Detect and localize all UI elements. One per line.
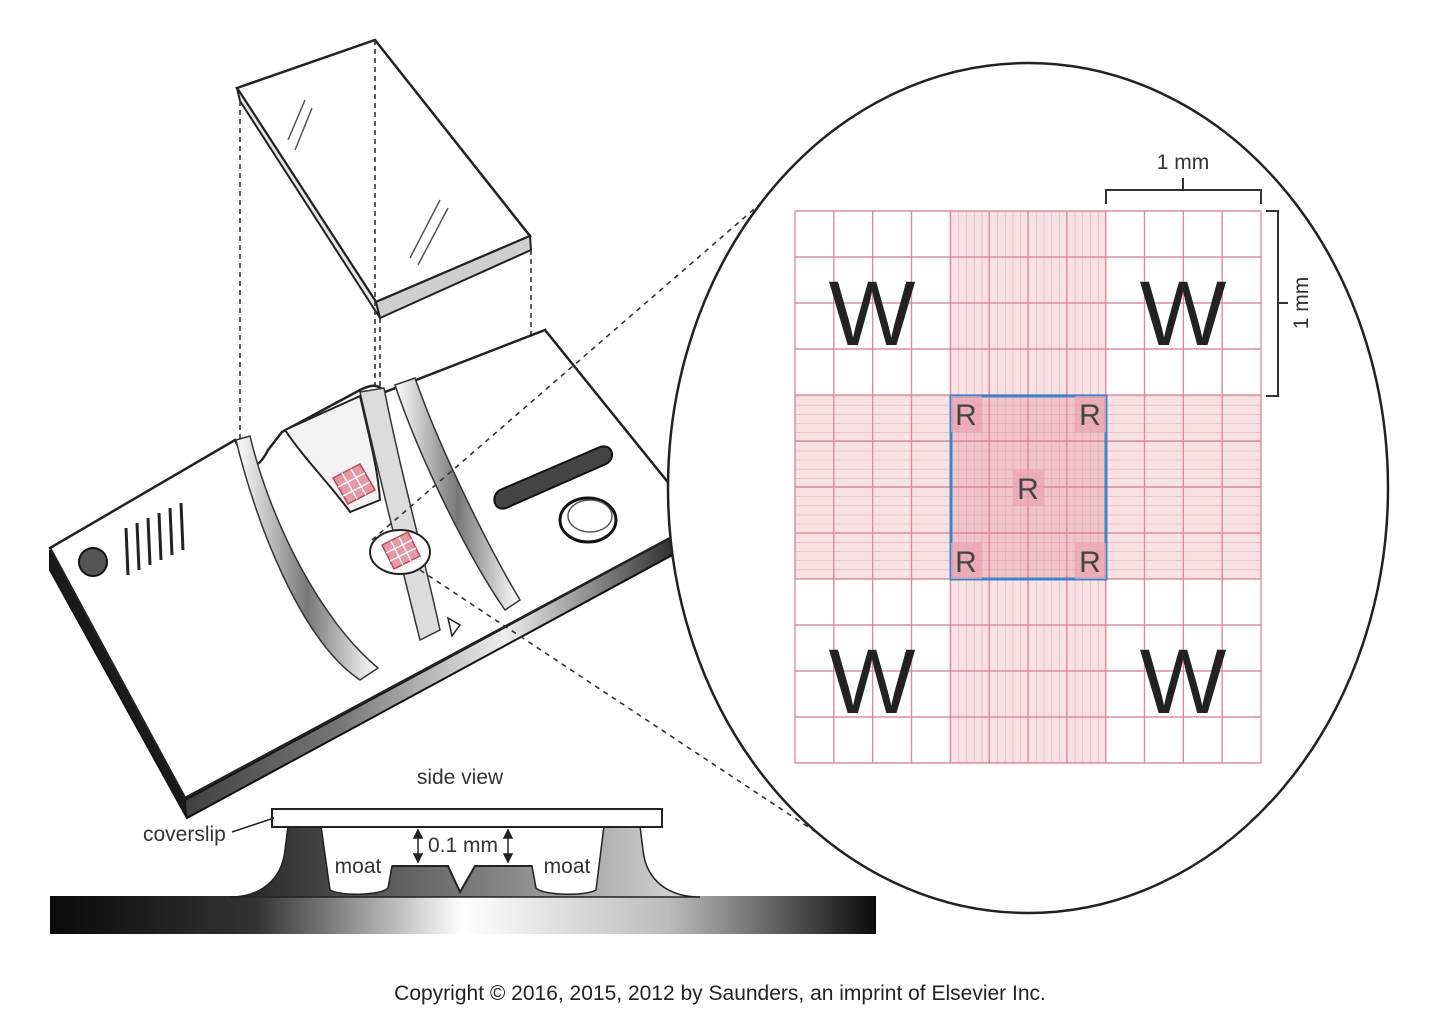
coverslip-label: coverslip xyxy=(143,823,226,846)
slide-counting-grid-upper xyxy=(331,463,377,505)
moat-label-right: moat xyxy=(544,855,591,878)
side-view-label: side view xyxy=(417,766,504,789)
center-square-outline xyxy=(949,394,1108,581)
slide-counting-grid-lower xyxy=(380,530,422,571)
slide-etched-lines xyxy=(124,502,185,576)
w-label-top-left: W xyxy=(829,263,916,365)
scale-bracket-vertical xyxy=(1266,210,1288,397)
depth-label: 0.1 mm xyxy=(428,834,498,857)
hemocytometer-slide xyxy=(48,328,702,820)
zoom-lines xyxy=(371,177,841,849)
r-squares xyxy=(951,396,1106,579)
r-label-bottom-right: R xyxy=(1079,546,1101,579)
scale-bracket-horizontal xyxy=(1105,178,1262,204)
slide-hole-left xyxy=(78,547,108,577)
w-label-top-right: W xyxy=(1140,263,1227,365)
copyright-notice: Copyright © 2016, 2015, 2012 by Saunders… xyxy=(394,982,1046,1005)
magnified-view: W W W W R R R R R 1 mm 1 mm xyxy=(666,61,1390,915)
moat-label-left: moat xyxy=(335,855,382,878)
depth-arrows xyxy=(412,828,514,864)
side-view: side view coverslip moat moat 0.1 mm xyxy=(50,766,876,934)
r-label-center: R xyxy=(1017,473,1039,506)
w-label-bottom-right: W xyxy=(1140,631,1227,733)
coverslip-exploded xyxy=(235,38,533,320)
w-label-bottom-left: W xyxy=(829,631,916,733)
r-label-top-left: R xyxy=(955,399,977,432)
side-view-coverslip xyxy=(271,808,663,828)
side-view-base xyxy=(50,896,876,934)
scale-label-horizontal: 1 mm xyxy=(1157,151,1210,174)
r-label-top-right: R xyxy=(1079,399,1101,432)
slide-slot xyxy=(493,445,614,510)
r-label-bottom-left: R xyxy=(955,546,977,579)
scale-label-vertical: 1 mm xyxy=(1290,277,1313,330)
